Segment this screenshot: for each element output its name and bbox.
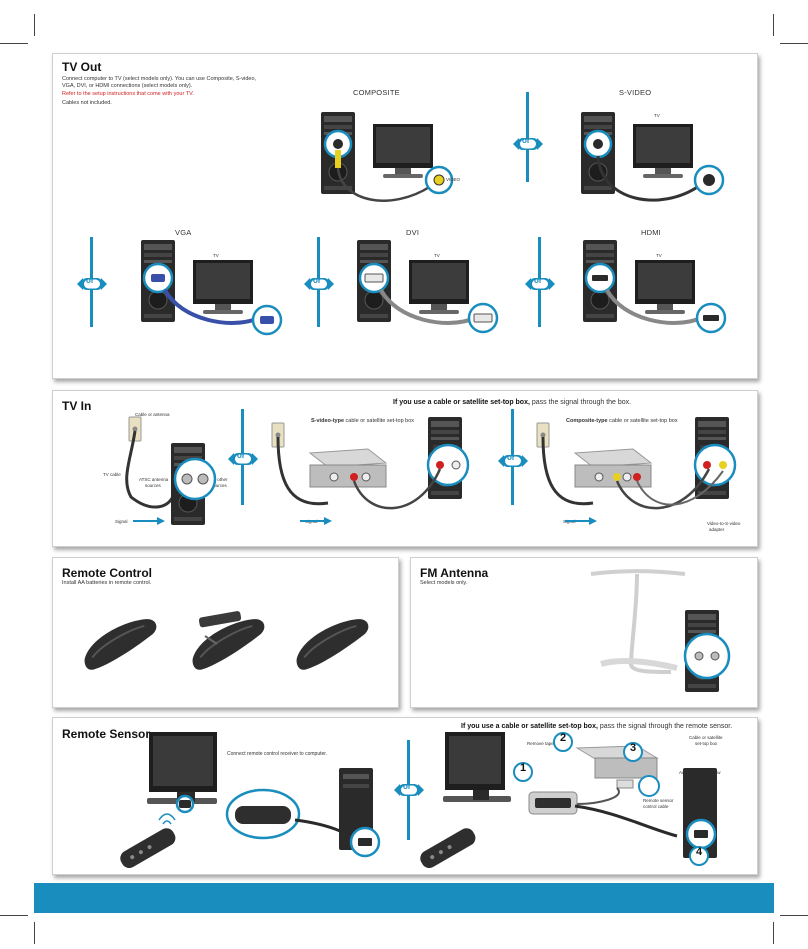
dvi-label: DVI (406, 228, 420, 237)
or-label: or (313, 276, 321, 285)
tv-in-headline: If you use a cable or satellite set-top … (393, 399, 631, 406)
or-label: or (237, 451, 245, 460)
other-sources-label: All other (211, 477, 228, 482)
fm-antenna-illustration (590, 569, 731, 693)
composite-illustration (320, 111, 454, 202)
headline-bold: If you use a cable or satellite set-top … (393, 399, 530, 406)
vga-illustration (140, 239, 283, 336)
or-label: or (86, 276, 94, 285)
atsc-label: ATSC antenna (139, 477, 169, 482)
crop-mark (0, 915, 28, 916)
svideo-illustration (580, 111, 725, 202)
headline-rest: pass the signal through the remote senso… (597, 723, 733, 730)
crop-mark (780, 915, 808, 916)
or-label: or (534, 276, 542, 285)
intro-text: Connect computer to TV (select models on… (62, 76, 257, 82)
step-number: 2 (560, 732, 567, 744)
step-number: 1 (520, 762, 527, 774)
crop-mark (773, 14, 774, 36)
section-title: TV Out (62, 60, 102, 74)
divider-line (526, 92, 529, 182)
warning-text: Refer to the setup instructions that com… (62, 91, 194, 97)
section-title: FM Antenna (420, 566, 489, 580)
step-number: 4 (696, 846, 703, 858)
stb-label: Cable or satellite (689, 735, 723, 740)
svideo-label: S-VIDEO (619, 88, 652, 97)
section-title: Remote Sensor (62, 727, 151, 741)
headline-bold: If you use a cable or satellite set-top … (461, 723, 598, 730)
bottom-band (34, 883, 774, 913)
tv-label: TV (213, 253, 219, 258)
remote-illustration (76, 611, 376, 673)
composite-type-rest: cable or satellite set-top box (607, 418, 678, 424)
connect-receiver-text: Connect remote control receiver to compu… (227, 751, 328, 757)
remote-sensor-headline: If you use a cable or satellite set-top … (461, 723, 732, 730)
or-label: or (522, 136, 530, 145)
composite-type-bold: Composite-type (566, 418, 608, 424)
tv-cable-label: TV cable (103, 472, 121, 477)
tv-in-composite-illustration (536, 416, 737, 525)
fm-antenna-panel: FM Antenna Select models only. (410, 557, 758, 708)
crop-mark (34, 922, 35, 944)
tv-out-panel: TV Out Connect computer to TV (select mo… (52, 53, 758, 379)
atsc-label: sources (145, 483, 161, 488)
tv-label: TV (654, 113, 660, 118)
section-title: Remote Control (62, 566, 152, 580)
adapter-label: Video-to-S-video (707, 521, 741, 526)
crop-mark (0, 43, 28, 44)
sensor-cable-label: control cable (643, 804, 669, 809)
hdmi-label: HDMI (641, 228, 661, 237)
tv-in-direct-illustration (125, 416, 217, 526)
svideo-type-bold: S-video-type (311, 418, 345, 424)
composite-type-label: Composite-type cable or satellite set-to… (566, 418, 678, 425)
remote-sensor-illustration (120, 732, 381, 868)
section-title: TV In (62, 399, 92, 413)
remove-tape-label: Remove tape (527, 741, 554, 746)
signal-label: Signal (115, 519, 128, 524)
tv-in-panel: TV In If you use a cable or satellite se… (52, 390, 758, 547)
cable-antenna-label: Cable or antenna (135, 412, 170, 417)
stb-label: set-top box (695, 741, 718, 746)
crop-mark (780, 43, 808, 44)
svideo-type-label: S-video-type cable or satellite set-top … (311, 418, 415, 425)
dvi-illustration (356, 239, 499, 334)
sensor-cable-label: Remote sensor (643, 798, 674, 803)
composite-label: COMPOSITE (353, 88, 400, 97)
or-label: or (507, 453, 515, 462)
tv-label: TV (656, 253, 662, 258)
adapter-label: adapter (709, 527, 725, 532)
remote-control-panel: Remote Control Install AA batteries in r… (52, 557, 399, 708)
crop-mark (34, 14, 35, 36)
note-text: Cables not included. (62, 100, 112, 106)
hdmi-illustration (582, 239, 727, 334)
fm-antenna-note: Select models only. (420, 580, 468, 586)
step-number: 3 (630, 742, 637, 754)
vga-label: VGA (175, 228, 192, 237)
remote-sensor-stb-illustration (420, 732, 717, 868)
svideo-type-rest: cable or satellite set-top box (344, 418, 415, 424)
tv-label: TV (434, 253, 440, 258)
tv-in-svideo-illustration (271, 416, 470, 525)
video-port-label: VIDEO (446, 177, 461, 182)
remote-control-note: Install AA batteries in remote control. (62, 580, 152, 586)
intro-text: VGA, DVI, or HDMI connections (select mo… (62, 83, 193, 89)
crop-mark (773, 922, 774, 944)
or-label: or (403, 782, 411, 791)
remote-sensor-panel: Remote Sensor Connect remote control rec… (52, 717, 758, 875)
headline-rest: pass the signal through the box. (529, 399, 632, 406)
other-sources-label: sources (211, 483, 227, 488)
